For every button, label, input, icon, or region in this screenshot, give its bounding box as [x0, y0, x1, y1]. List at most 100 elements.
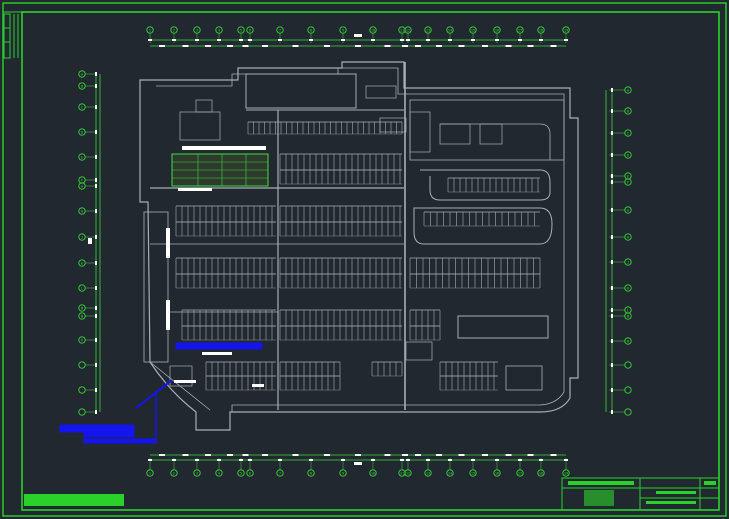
- right-axis-label: B: [627, 109, 629, 113]
- dimension-text-mark: [436, 45, 442, 47]
- left-axis-label: M: [81, 306, 84, 310]
- dimension-tick-icon: [217, 39, 221, 41]
- top-axis-label: 18: [539, 29, 543, 33]
- equipment-room: [245, 73, 357, 109]
- title-block-company-bar: [568, 481, 634, 485]
- axis-bubble-icon: [404, 26, 412, 34]
- dimension-text-mark: [205, 454, 211, 456]
- scale-bar-block: [24, 494, 124, 506]
- right-axis-label: C: [627, 131, 629, 135]
- shaft-grid-south: [405, 341, 433, 361]
- title-block: [561, 477, 720, 511]
- axis-bubble-icon: [624, 408, 632, 416]
- dimension-text-mark: [482, 454, 488, 456]
- right-axis-label: A: [627, 88, 630, 92]
- ramp-north: [420, 169, 551, 201]
- dimension-tick-icon: [426, 459, 430, 461]
- dimension-tick-icon: [309, 459, 313, 461]
- axis-bubble-icon: [78, 304, 86, 312]
- dimension-tick-icon: [341, 459, 345, 461]
- axis-bubble-icon: [624, 178, 632, 186]
- dimension-text-mark: [402, 454, 408, 456]
- dimension-tick-icon: [611, 388, 613, 392]
- dimension-tick-icon: [611, 180, 613, 184]
- left-axis-label: C: [81, 105, 83, 109]
- left-axis-label: D: [81, 130, 83, 134]
- right-axis-label: K: [627, 286, 630, 290]
- axis-bubble-icon: [469, 26, 477, 34]
- dimension-tick-icon: [95, 155, 97, 159]
- axis-bubble-icon: [562, 469, 570, 477]
- ramp-curve: [440, 123, 551, 160]
- axis-bubble-icon: [537, 469, 545, 477]
- dimension-text-mark: [182, 454, 189, 456]
- left-axis-label: H: [81, 209, 83, 213]
- dimension-tick-icon: [564, 459, 568, 461]
- dimension-tick-icon: [95, 209, 97, 213]
- dimension-tick-icon: [611, 109, 613, 113]
- top-axis-label: 14: [448, 29, 452, 33]
- left-axis-label: L: [81, 286, 83, 290]
- dimension-text-mark: [355, 45, 361, 47]
- dimension-tick-icon: [611, 286, 613, 290]
- core-block: [457, 315, 549, 339]
- dimension-tick-icon: [518, 39, 522, 41]
- axis-bubble-icon: [193, 26, 201, 34]
- dimension-tick-icon: [539, 39, 543, 41]
- axis-bubble-icon: [307, 26, 315, 34]
- dimension-tick-icon: [95, 338, 97, 342]
- outer-wall: [139, 61, 579, 431]
- dimension-text-mark: [505, 454, 512, 456]
- axis-bubble-icon: [307, 469, 315, 477]
- top-axis-label: 17: [518, 29, 522, 33]
- bottom-axis-label: 5: [240, 472, 242, 476]
- dimension-tick-icon: [95, 235, 97, 239]
- axis-bubble-icon: [78, 82, 86, 90]
- bottom-axis-label: 13: [426, 472, 430, 476]
- dimension-tick-icon: [172, 459, 176, 461]
- east-room-1: [439, 123, 471, 145]
- top-axis-label: 13: [426, 29, 430, 33]
- axis-bubble-icon: [78, 361, 86, 369]
- bottom-axis-label: 3: [196, 472, 198, 476]
- axis-bubble-icon: [624, 129, 632, 137]
- dimension-tick-icon: [518, 459, 522, 461]
- dimension-tick-icon: [278, 39, 282, 41]
- dimension-text-mark: [159, 454, 165, 456]
- toilet-room: [179, 111, 221, 141]
- left-axis-label: K: [81, 261, 84, 265]
- room-details: [169, 85, 503, 387]
- inner-border: [21, 11, 720, 511]
- axis-bubble-icon: [78, 233, 86, 241]
- dimension-text-mark: [182, 45, 189, 47]
- axis-bubble-icon: [339, 469, 347, 477]
- top-axis-label: 5: [240, 29, 242, 33]
- bottom-axis-label: 15: [471, 472, 475, 476]
- axis-bubble-icon: [624, 86, 632, 94]
- annotation-marks: [88, 34, 362, 465]
- dimension-tick-icon: [95, 314, 97, 318]
- top-axis-label: 19: [564, 29, 568, 33]
- dimension-tick-icon: [217, 459, 221, 461]
- dimension-text-mark: [292, 454, 299, 456]
- dimension-tick-icon: [95, 105, 97, 109]
- axis-bubble-icon: [446, 469, 454, 477]
- dimension-tick-icon: [248, 39, 252, 41]
- right-axis-label: E: [627, 174, 629, 178]
- axis-bubble-icon: [624, 284, 632, 292]
- dimension-text-mark: [550, 45, 557, 47]
- bottom-axis-label: 2: [173, 472, 175, 476]
- dimension-tick-icon: [471, 459, 475, 461]
- top-axis-label: 16: [495, 29, 499, 33]
- axis-bubble-icon: [78, 408, 86, 416]
- inner-outline: [156, 67, 565, 412]
- dimension-tick-icon: [95, 363, 97, 367]
- axis-bubble-icon: [78, 386, 86, 394]
- top-axis-label: 2: [173, 29, 175, 33]
- axis-bubble-icon: [246, 26, 254, 34]
- dimension-tick-icon: [611, 88, 613, 92]
- dimension-tick-icon: [309, 39, 313, 41]
- binding-strip: [3, 13, 19, 59]
